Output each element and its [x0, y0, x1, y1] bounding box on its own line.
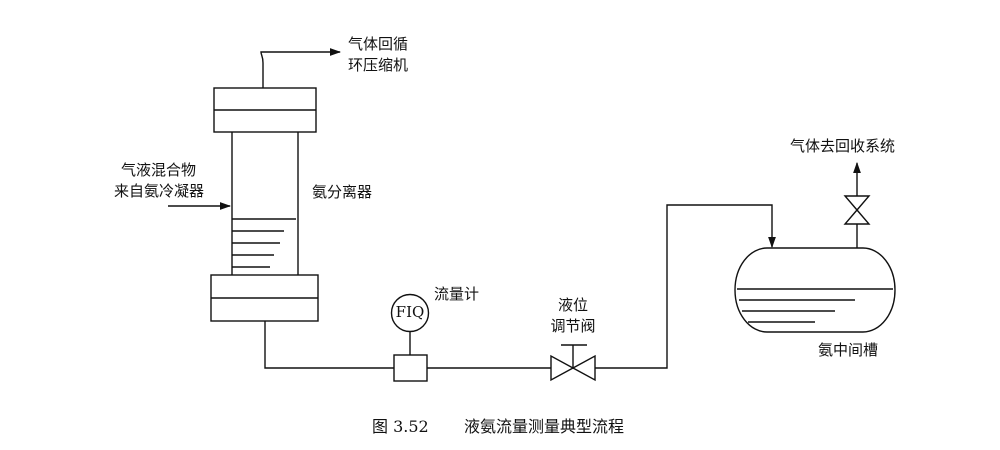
valve-label-line1: 液位 — [557, 296, 588, 314]
vent-valve-upper-triangle — [843, 195, 871, 212]
gas-recovery-label: 气体去回收系统 — [790, 137, 896, 155]
flow-meter — [390, 293, 430, 382]
separator-label: 氨分离器 — [312, 183, 373, 201]
ammonia-separator — [210, 87, 319, 322]
fiq-instrument-circle — [390, 293, 430, 333]
gas-recycle-label-line1: 气体回循 — [348, 35, 409, 53]
valve-right-triangle — [571, 354, 596, 382]
vent-valve-lower-triangle — [843, 208, 871, 225]
gas-outlet-arrow — [260, 48, 342, 88]
flow-meter-body — [393, 354, 428, 382]
tank-body — [734, 247, 896, 333]
flowmeter-label: 流量计 — [434, 285, 480, 303]
feed-label-line1: 气液混合物 — [121, 161, 197, 179]
intermediate-tank-label: 氨中间槽 — [818, 341, 879, 359]
valve-left-triangle — [550, 354, 575, 382]
pipe-valve-to-tank — [595, 204, 776, 369]
fiq-tag: FIQ — [395, 303, 425, 321]
feed-label-line2: 来自氨冷凝器 — [114, 182, 205, 200]
figure-number: 图 3.52 — [372, 417, 429, 436]
intermediate-tank — [734, 247, 896, 333]
figure-title: 液氨流量测量典型流程 — [464, 417, 625, 436]
level-control-valve — [550, 344, 596, 382]
gas-recycle-label-line2: 环压缩机 — [348, 56, 409, 74]
valve-label-line2: 调节阀 — [550, 317, 596, 335]
pipe-separator-to-flowmeter — [264, 321, 394, 369]
